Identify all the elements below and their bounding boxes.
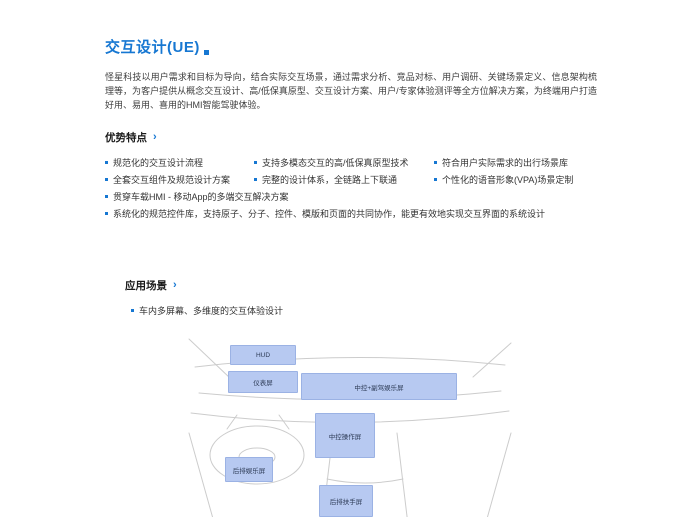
bullet-icon <box>105 195 108 198</box>
list-item: 规范化的交互设计流程 <box>105 157 254 169</box>
list-item-label: 个性化的语音形象(VPA)场景定制 <box>442 175 574 185</box>
page-title-row: 交互设计(UE) <box>105 36 597 57</box>
bullet-icon <box>434 178 437 181</box>
screen-center-passenger: 中控+副驾娱乐屏 <box>301 373 457 400</box>
page-title: 交互设计(UE) <box>105 39 200 56</box>
screen-rear-entertainment: 后排娱乐屏 <box>225 457 273 482</box>
list-item: 贯穿车载HMI - 移动App的多端交互解决方案 <box>105 191 597 203</box>
list-item: 全套交互组件及规范设计方案 <box>105 174 254 186</box>
list-item: 系统化的规范控件库，支持原子、分子、控件、模版和页面的共同协作，能更有效地实现交… <box>105 208 597 220</box>
bullet-icon <box>434 161 437 164</box>
list-item-label: 系统化的规范控件库，支持原子、分子、控件、模版和页面的共同协作，能更有效地实现交… <box>113 209 546 219</box>
list-item-label: 完整的设计体系，全链路上下联通 <box>262 175 398 185</box>
scenarios-heading-label: 应用场景 <box>125 280 167 292</box>
bullet-icon <box>105 178 108 181</box>
list-item: 车内多屏幕、多维度的交互体验设计 <box>131 305 597 317</box>
list-item-label: 符合用户实际需求的出行场景库 <box>442 158 569 168</box>
intro-paragraph: 怪星科技以用户需求和目标为导向，结合实际交互场景，通过需求分析、竞品对标、用户调… <box>105 72 597 110</box>
list-item-label: 规范化的交互设计流程 <box>113 158 204 168</box>
scenarios-section: 应用场景 › 车内多屏幕、多维度的交互体验设计 <box>125 278 597 517</box>
list-item: 个性化的语音形象(VPA)场景定制 <box>434 174 597 186</box>
chevron-right-icon: › <box>173 279 177 291</box>
screen-center-control: 中控操作屏 <box>315 413 375 458</box>
bullet-icon <box>131 309 134 312</box>
list-item: 支持多模态交互的高/低保真原型技术 <box>254 157 434 169</box>
screen-hud: HUD <box>230 345 296 365</box>
list-item-label: 贯穿车载HMI - 移动App的多端交互解决方案 <box>113 192 289 202</box>
screen-rear-armrest: 后排扶手屏 <box>319 485 373 517</box>
list-item: 符合用户实际需求的出行场景库 <box>434 157 597 169</box>
list-item-label: 支持多模态交互的高/低保真原型技术 <box>262 158 409 168</box>
title-square-decoration <box>203 50 209 55</box>
bullet-icon <box>105 161 108 164</box>
chevron-right-icon: › <box>153 131 157 143</box>
bullet-icon <box>254 161 257 164</box>
advantages-heading: 优势特点 › <box>105 130 597 145</box>
advantages-heading-label: 优势特点 <box>105 132 147 144</box>
cockpit-screens-illustration: HUD 仪表屏 中控+副驾娱乐屏 中控操作屏 后排娱乐屏 后排扶手屏 <box>185 337 515 517</box>
page-content: 交互设计(UE) 怪星科技以用户需求和目标为导向，结合实际交互场景，通过需求分析… <box>105 36 597 517</box>
list-item-label: 全套交互组件及规范设计方案 <box>113 175 231 185</box>
screen-instrument-cluster: 仪表屏 <box>228 371 298 393</box>
list-item: 完整的设计体系，全链路上下联通 <box>254 174 434 186</box>
bullet-icon <box>254 178 257 181</box>
bullet-icon <box>105 212 108 215</box>
scenarios-heading: 应用场景 › <box>125 278 597 293</box>
advantages-grid: 规范化的交互设计流程 支持多模态交互的高/低保真原型技术 符合用户实际需求的出行… <box>105 157 597 186</box>
list-item-label: 车内多屏幕、多维度的交互体验设计 <box>139 306 284 316</box>
